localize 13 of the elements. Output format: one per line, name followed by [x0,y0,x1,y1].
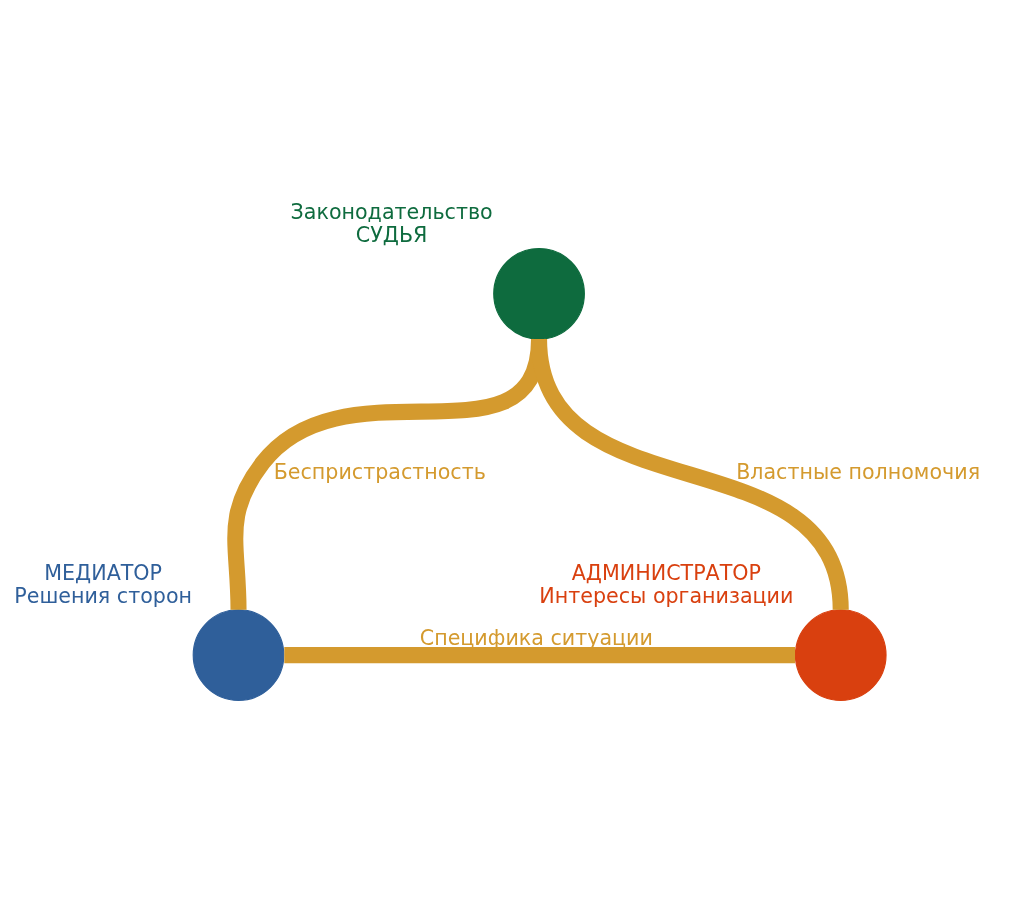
node-label: Решения сторон [14,584,193,609]
node-label: Законодательство [290,200,493,225]
edge-label: Властные полномочия [736,460,981,485]
node-label: СУДЬЯ [355,223,428,248]
node-circle [493,247,585,340]
node-circle [192,609,285,701]
edge-label: Специфика ситуации [419,626,653,651]
edge-label: Беспристрастность [273,460,486,485]
node-label: МЕДИАТОР [44,561,163,586]
node-label: АДМИНИСТРАТОР [571,561,761,586]
node-circle [794,609,887,701]
connector [284,647,796,664]
node-label: Интересы организации [539,584,794,609]
